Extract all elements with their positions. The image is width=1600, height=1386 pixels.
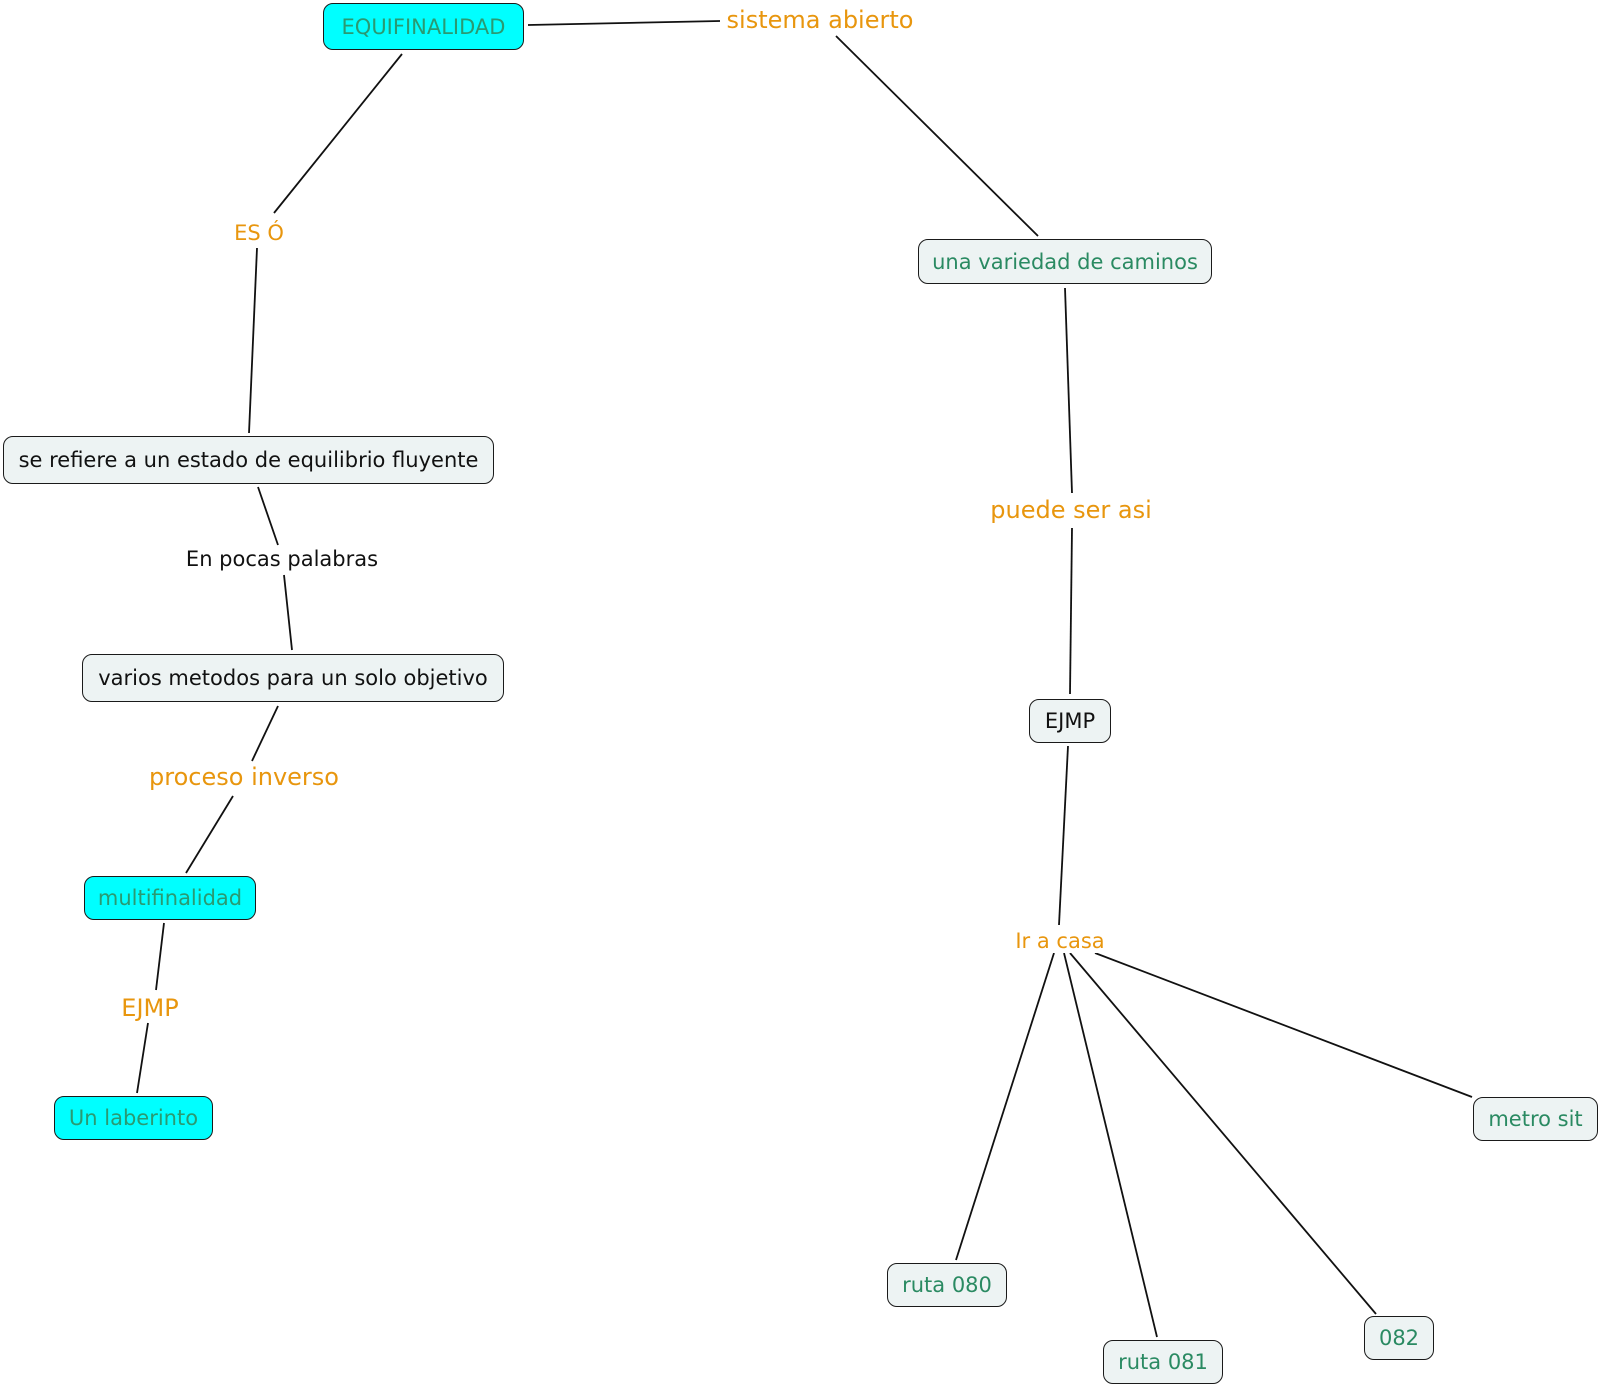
edge-sistema-variedad [835,35,1039,237]
node-label: EQUIFINALIDAD [341,14,506,39]
node-label: una variedad de caminos [932,249,1198,274]
edge-proceso-multi [185,795,234,874]
link-ejmp[interactable]: EJMP [119,994,181,1022]
node-variedad-de-caminos[interactable]: una variedad de caminos [918,239,1212,284]
edge-refiere-enpocas [257,486,279,546]
node-metro-sit[interactable]: metro sit [1473,1097,1598,1141]
link-puede-ser-asi[interactable]: puede ser asi [988,496,1154,524]
node-ruta-080[interactable]: ruta 080 [887,1263,1007,1307]
edge-variedad-puede [1064,287,1073,494]
edge-equifinalidad-sistema [527,20,721,26]
edge-casa-metro [1094,952,1473,1098]
node-082[interactable]: 082 [1364,1316,1434,1360]
node-label: metro sit [1488,1107,1583,1131]
edge-equifinalidad-eso [273,53,403,214]
edge-puede-ejmp [1069,527,1073,695]
link-ir-a-casa[interactable]: Ir a casa [1013,929,1107,953]
edge-multi-ejmp [155,922,165,991]
link-es-o[interactable]: ES Ó [232,221,286,245]
node-laberinto[interactable]: Un laberinto [54,1096,213,1140]
node-label: 082 [1378,1326,1420,1350]
node-ejmp-right[interactable]: EJMP [1029,699,1111,743]
edge-casa-ruta081 [1063,952,1158,1338]
edge-enpocas-metodos [283,574,293,651]
node-multifinalidad[interactable]: multifinalidad [84,876,256,920]
node-estado-equilibrio[interactable]: se refiere a un estado de equilibrio flu… [3,436,494,484]
node-label: ruta 081 [1118,1350,1208,1374]
edge-ejmp-laberinto [136,1022,149,1094]
node-label: multifinalidad [97,886,243,910]
node-label: se refiere a un estado de equilibrio flu… [18,448,479,472]
node-equifinalidad[interactable]: EQUIFINALIDAD [323,3,524,50]
node-label: Un laberinto [68,1106,199,1130]
node-label: varios metodos para un solo objetivo [98,666,488,690]
node-label: EJMP [1044,709,1096,733]
link-sistema-abierto[interactable]: sistema abierto [724,6,916,34]
node-label: ruta 080 [902,1273,992,1297]
edge-casa-ruta080 [955,952,1055,1261]
edge-ejmpright-casa [1058,745,1069,926]
edge-metodos-proceso [251,705,279,762]
edge-eso-refiere [248,247,258,434]
node-varios-metodos[interactable]: varios metodos para un solo objetivo [82,654,504,702]
node-ruta-081[interactable]: ruta 081 [1103,1340,1223,1384]
link-proceso-inverso[interactable]: proceso inverso [147,763,341,791]
edge-casa-082 [1069,952,1377,1315]
link-en-pocas-palabras[interactable]: En pocas palabras [183,547,381,571]
